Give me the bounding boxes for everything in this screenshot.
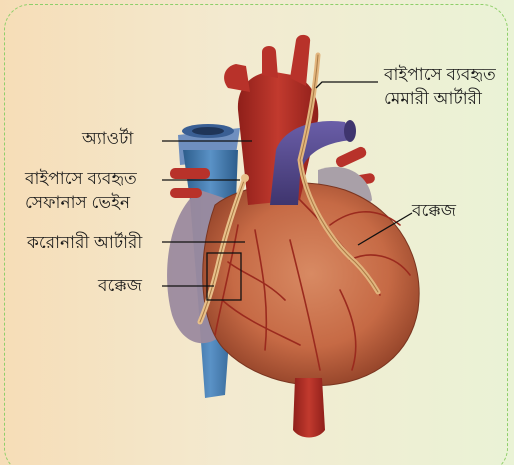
label-blockage-left: বক্কেজ	[98, 275, 142, 297]
label-blockage-right: বক্কেজ	[412, 200, 456, 222]
graft-anastomosis	[241, 174, 249, 182]
label-saphenous-vein-line1: বাইপাসে ব্যবহৃত	[25, 168, 137, 190]
label-aorta: অ্যাওর্টা	[82, 128, 133, 150]
label-coronary-artery: করোনারী আর্টারী	[27, 232, 142, 254]
label-saphenous-vein-line2: সেফানাস ভেইন	[25, 192, 130, 214]
descending-aorta	[293, 378, 325, 438]
label-mammary-artery-line2: মেমারী আর্টারী	[384, 88, 482, 110]
label-mammary-artery-line1: বাইপাসে ব্যবহৃত	[384, 64, 496, 86]
